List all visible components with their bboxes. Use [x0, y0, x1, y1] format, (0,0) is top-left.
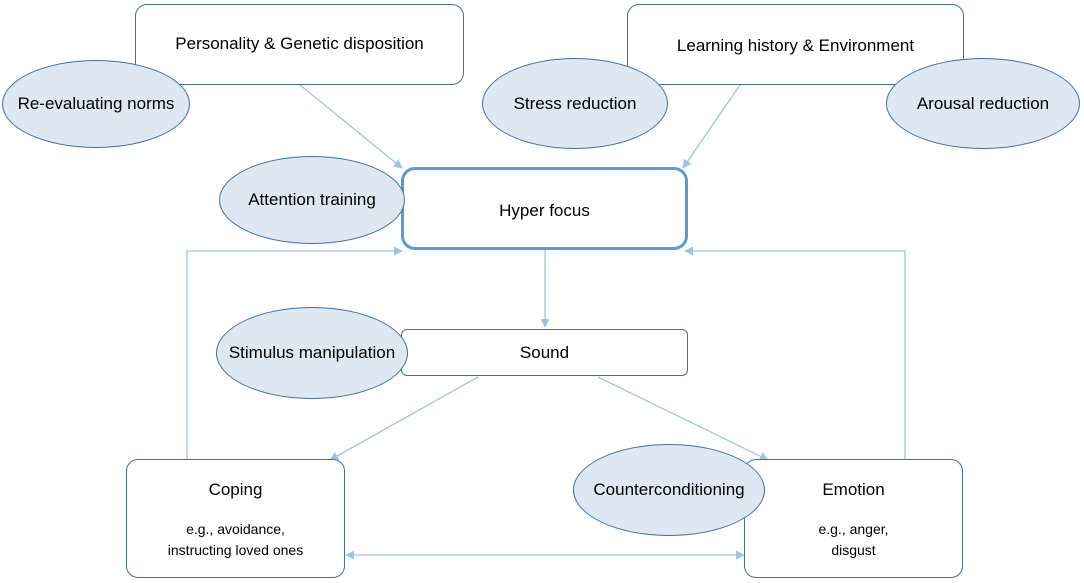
personality-box: Personality & Genetic disposition [135, 4, 464, 85]
coping-detail-1: e.g., avoidance, [186, 521, 285, 537]
emotion-detail-2: disgust [831, 542, 876, 558]
counterconditioning-ellipse: Counterconditioning [573, 444, 765, 536]
learning-box: Learning history & Environment [627, 4, 964, 85]
learning-label: Learning history & Environment [676, 36, 915, 55]
arousal-reduction-ellipse: Arousal reduction [886, 58, 1080, 149]
sound-box: Sound [401, 329, 688, 376]
emotion-box: Emotion e.g., anger, disgust [744, 459, 963, 578]
coping-box: Coping e.g., avoidance, instructing love… [126, 459, 345, 578]
coping-title: Coping [208, 480, 263, 499]
stimulus-manipulation-ellipse: Stimulus manipulation [216, 307, 408, 399]
arrow-personality-to-hyper-focus [299, 84, 403, 169]
emotion-detail-1: e.g., anger, [818, 521, 889, 537]
arrow-learning-to-hyper-focus [682, 84, 741, 169]
arrow-sound-to-emotion [597, 376, 769, 461]
emotion-title: Emotion [822, 480, 885, 499]
coping-detail-2: instructing loved ones [167, 542, 304, 558]
attention-training-ellipse: Attention training [219, 156, 405, 244]
hyper-focus-label: Hyper focus [499, 201, 590, 220]
re-evaluating-norms-ellipse: Re-evaluating norms [2, 60, 190, 148]
stress-reduction-ellipse: Stress reduction [482, 58, 668, 149]
arrow-sound-to-coping [329, 376, 479, 461]
sound-label: Sound [519, 343, 570, 362]
arrow-coping-to-hyper-focus [186, 246, 403, 459]
arrow-emotion-to-hyper-focus [684, 246, 906, 459]
personality-label: Personality & Genetic disposition [175, 34, 424, 53]
hyper-focus-box: Hyper focus [401, 167, 688, 250]
